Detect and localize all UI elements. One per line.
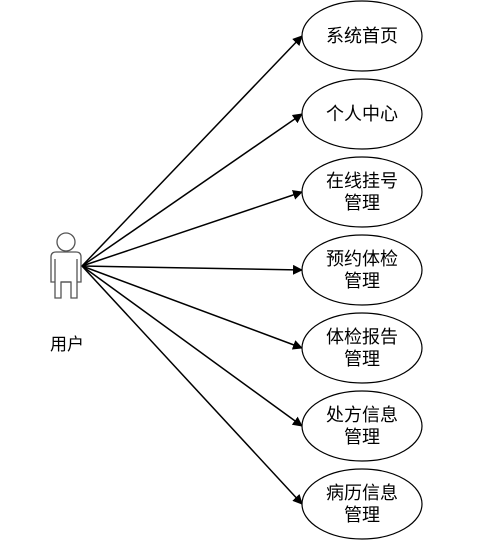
association-arrow-system-home [81,35,303,267]
association-arrow-medical-history [81,265,303,505]
actor-user: 用户 [50,232,84,355]
use-case-ellipse [301,0,423,72]
use-case-label: 处方信息 [326,405,398,426]
use-case-label: 体检报告 [326,327,398,348]
stick-figure-user-icon [50,232,82,299]
use-case-ellipse [301,234,423,306]
associations [81,35,303,505]
use-case-label: 系统首页 [326,26,398,47]
use-case-ellipse [301,78,423,150]
use-case-label: 管理 [344,271,380,292]
use-case-label: 在线挂号 [326,171,398,192]
association-arrow-personal-center [81,113,303,267]
actor-label: 用户 [50,335,84,355]
use-case-ellipse [301,156,423,228]
use-case-ellipse [301,312,423,384]
association-arrow-prescription-info [81,265,303,427]
use-case-label: 管理 [344,427,380,448]
association-arrow-checkup-booking [81,264,303,275]
use-case-label: 病历信息 [326,483,398,504]
association-arrow-online-registration [81,190,303,267]
use-case-personal-center: 个人中心 [301,78,423,150]
use-case-ellipse [301,390,423,462]
use-case-label: 管理 [344,193,380,214]
use-case-ellipse [301,468,423,540]
use-case-label: 个人中心 [326,104,398,125]
use-case-label: 管理 [344,349,380,370]
use-case-label: 管理 [344,505,380,526]
association-arrow-checkup-report [81,265,303,350]
use-case-system-home: 系统首页 [301,0,423,72]
use-case-label: 预约体检 [326,249,398,270]
